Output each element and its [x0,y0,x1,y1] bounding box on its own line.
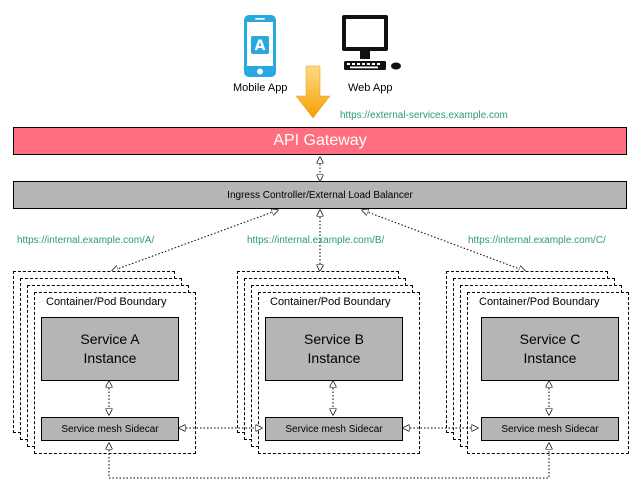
request-flow-arrow [295,65,331,119]
ingress-controller: Ingress Controller/External Load Balance… [13,181,627,209]
service-name: Service B [304,331,364,347]
desktop-computer-icon [342,15,401,70]
mobile-phone-icon: A [244,15,276,77]
route-url-c: https://internal.example.com/C/ [468,235,606,246]
service-instance-label: Instance [307,350,361,366]
service-a-instance: Service A Instance [41,317,179,381]
pod-boundary-label: Container/Pod Boundary [46,296,167,308]
service-instance-label: Instance [83,350,137,366]
service-c-instance: Service C Instance [481,317,619,381]
pod-boundary-label: Container/Pod Boundary [479,296,600,308]
mobile-app-label: Mobile App [233,82,288,94]
service-name: Service A [80,331,140,347]
service-instance-label: Instance [523,350,577,366]
service-a-sidecar: Service mesh Sidecar [41,417,179,441]
web-app-label: Web App [348,82,393,94]
service-name: Service C [519,331,581,347]
external-url: https://external-services.example.com [340,110,508,121]
pod-boundary-c: Container/Pod Boundary Service C Instanc… [467,292,629,454]
service-b-instance: Service B Instance [265,317,403,381]
sidecar-label: Service mesh Sidecar [61,423,159,435]
pod-boundary-label: Container/Pod Boundary [270,296,391,308]
pod-boundary-b: Container/Pod Boundary Service B Instanc… [258,292,420,454]
route-url-a: https://internal.example.com/A/ [17,235,155,246]
sidecar-label: Service mesh Sidecar [501,423,599,435]
route-link-a [112,210,278,271]
api-gateway-label: API Gateway [273,132,367,149]
service-b-sidecar: Service mesh Sidecar [265,417,403,441]
mobile-app-glyph: A [255,38,266,54]
pod-boundary-a: Container/Pod Boundary Service A Instanc… [34,292,196,454]
service-c-sidecar: Service mesh Sidecar [481,417,619,441]
route-link-c [362,210,525,271]
api-gateway: API Gateway [13,127,627,155]
sidecar-label: Service mesh Sidecar [285,423,383,435]
ingress-controller-label: Ingress Controller/External Load Balance… [227,189,413,201]
sidecar-mesh-link-ac [109,443,549,479]
route-url-b: https://internal.example.com/B/ [247,235,385,246]
